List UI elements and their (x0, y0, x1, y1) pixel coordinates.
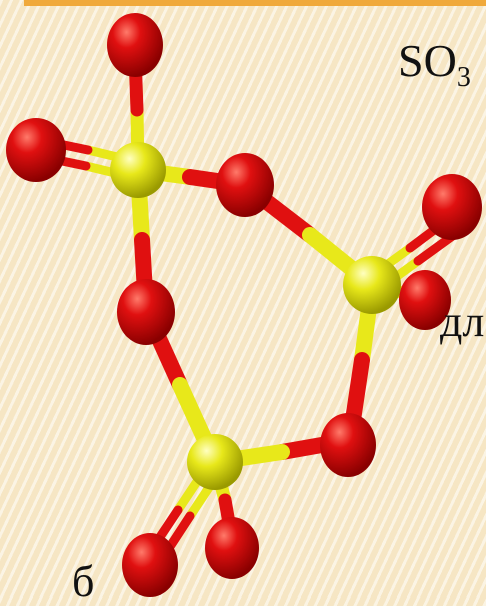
chemical-formula: SO3 (398, 38, 471, 92)
oxygen-atom (122, 533, 178, 597)
oxygen-atom (117, 279, 175, 345)
accent-bar (24, 0, 486, 6)
oxygen-atom (216, 153, 274, 217)
oxygen-atom (6, 118, 66, 182)
formula-subscript: 3 (456, 62, 471, 93)
oxygen-atom (422, 174, 482, 240)
text-fragment-right: дл (440, 297, 485, 346)
bonds (33, 48, 463, 567)
atoms (6, 13, 482, 597)
oxygen-atom (399, 270, 451, 330)
oxygen-atom (107, 13, 163, 77)
sulfur-atom (110, 142, 166, 198)
formula-main: SO (398, 35, 457, 86)
oxygen-atom (205, 517, 259, 579)
sulfur-atom (187, 434, 243, 490)
text-fragment-bottom: б (72, 557, 95, 606)
sulfur-atom (343, 256, 401, 314)
oxygen-atom (320, 413, 376, 477)
